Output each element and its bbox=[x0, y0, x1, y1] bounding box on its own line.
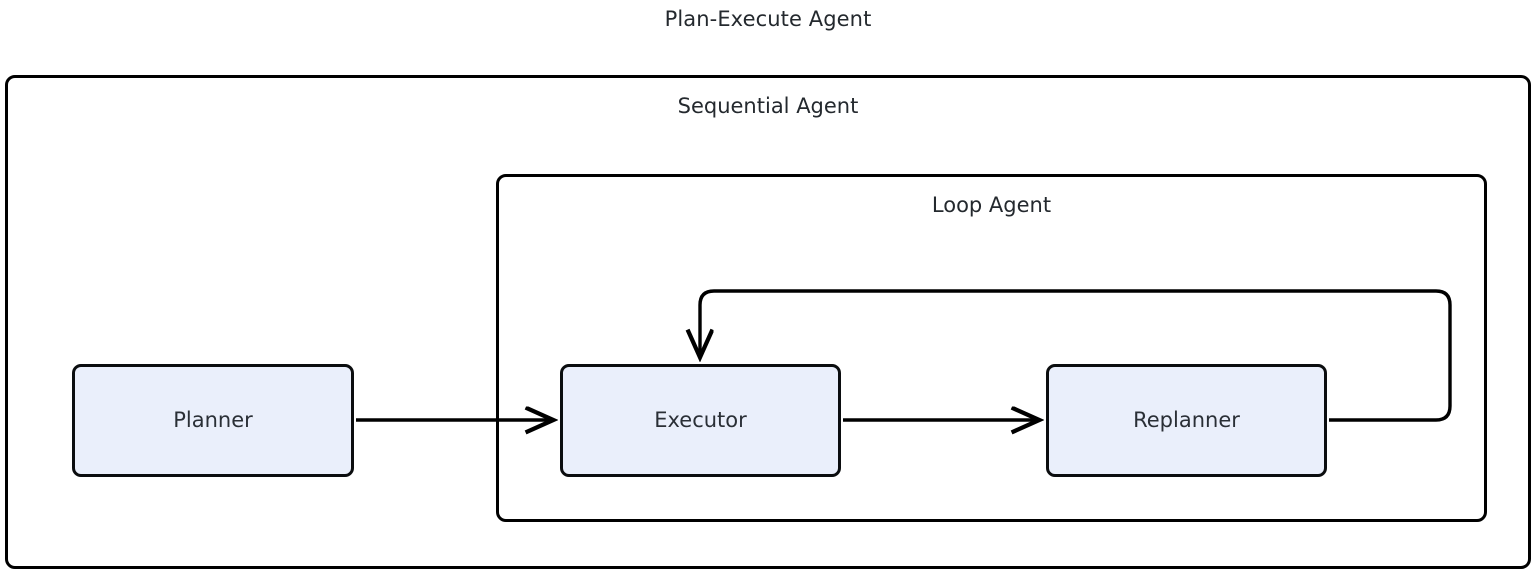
node-executor[interactable]: Executor bbox=[560, 364, 841, 477]
page-title: Plan-Execute Agent bbox=[664, 7, 872, 31]
node-executor-label: Executor bbox=[654, 408, 747, 432]
node-planner-label: Planner bbox=[173, 408, 253, 432]
group-loop-agent bbox=[496, 174, 1487, 522]
node-replanner[interactable]: Replanner bbox=[1046, 364, 1327, 477]
group-sequential-agent-label: Sequential Agent bbox=[677, 94, 859, 118]
group-loop-agent-label: Loop Agent bbox=[931, 193, 1052, 217]
node-replanner-label: Replanner bbox=[1133, 408, 1240, 432]
group-sequential-agent bbox=[5, 75, 1531, 569]
node-planner[interactable]: Planner bbox=[72, 364, 354, 477]
